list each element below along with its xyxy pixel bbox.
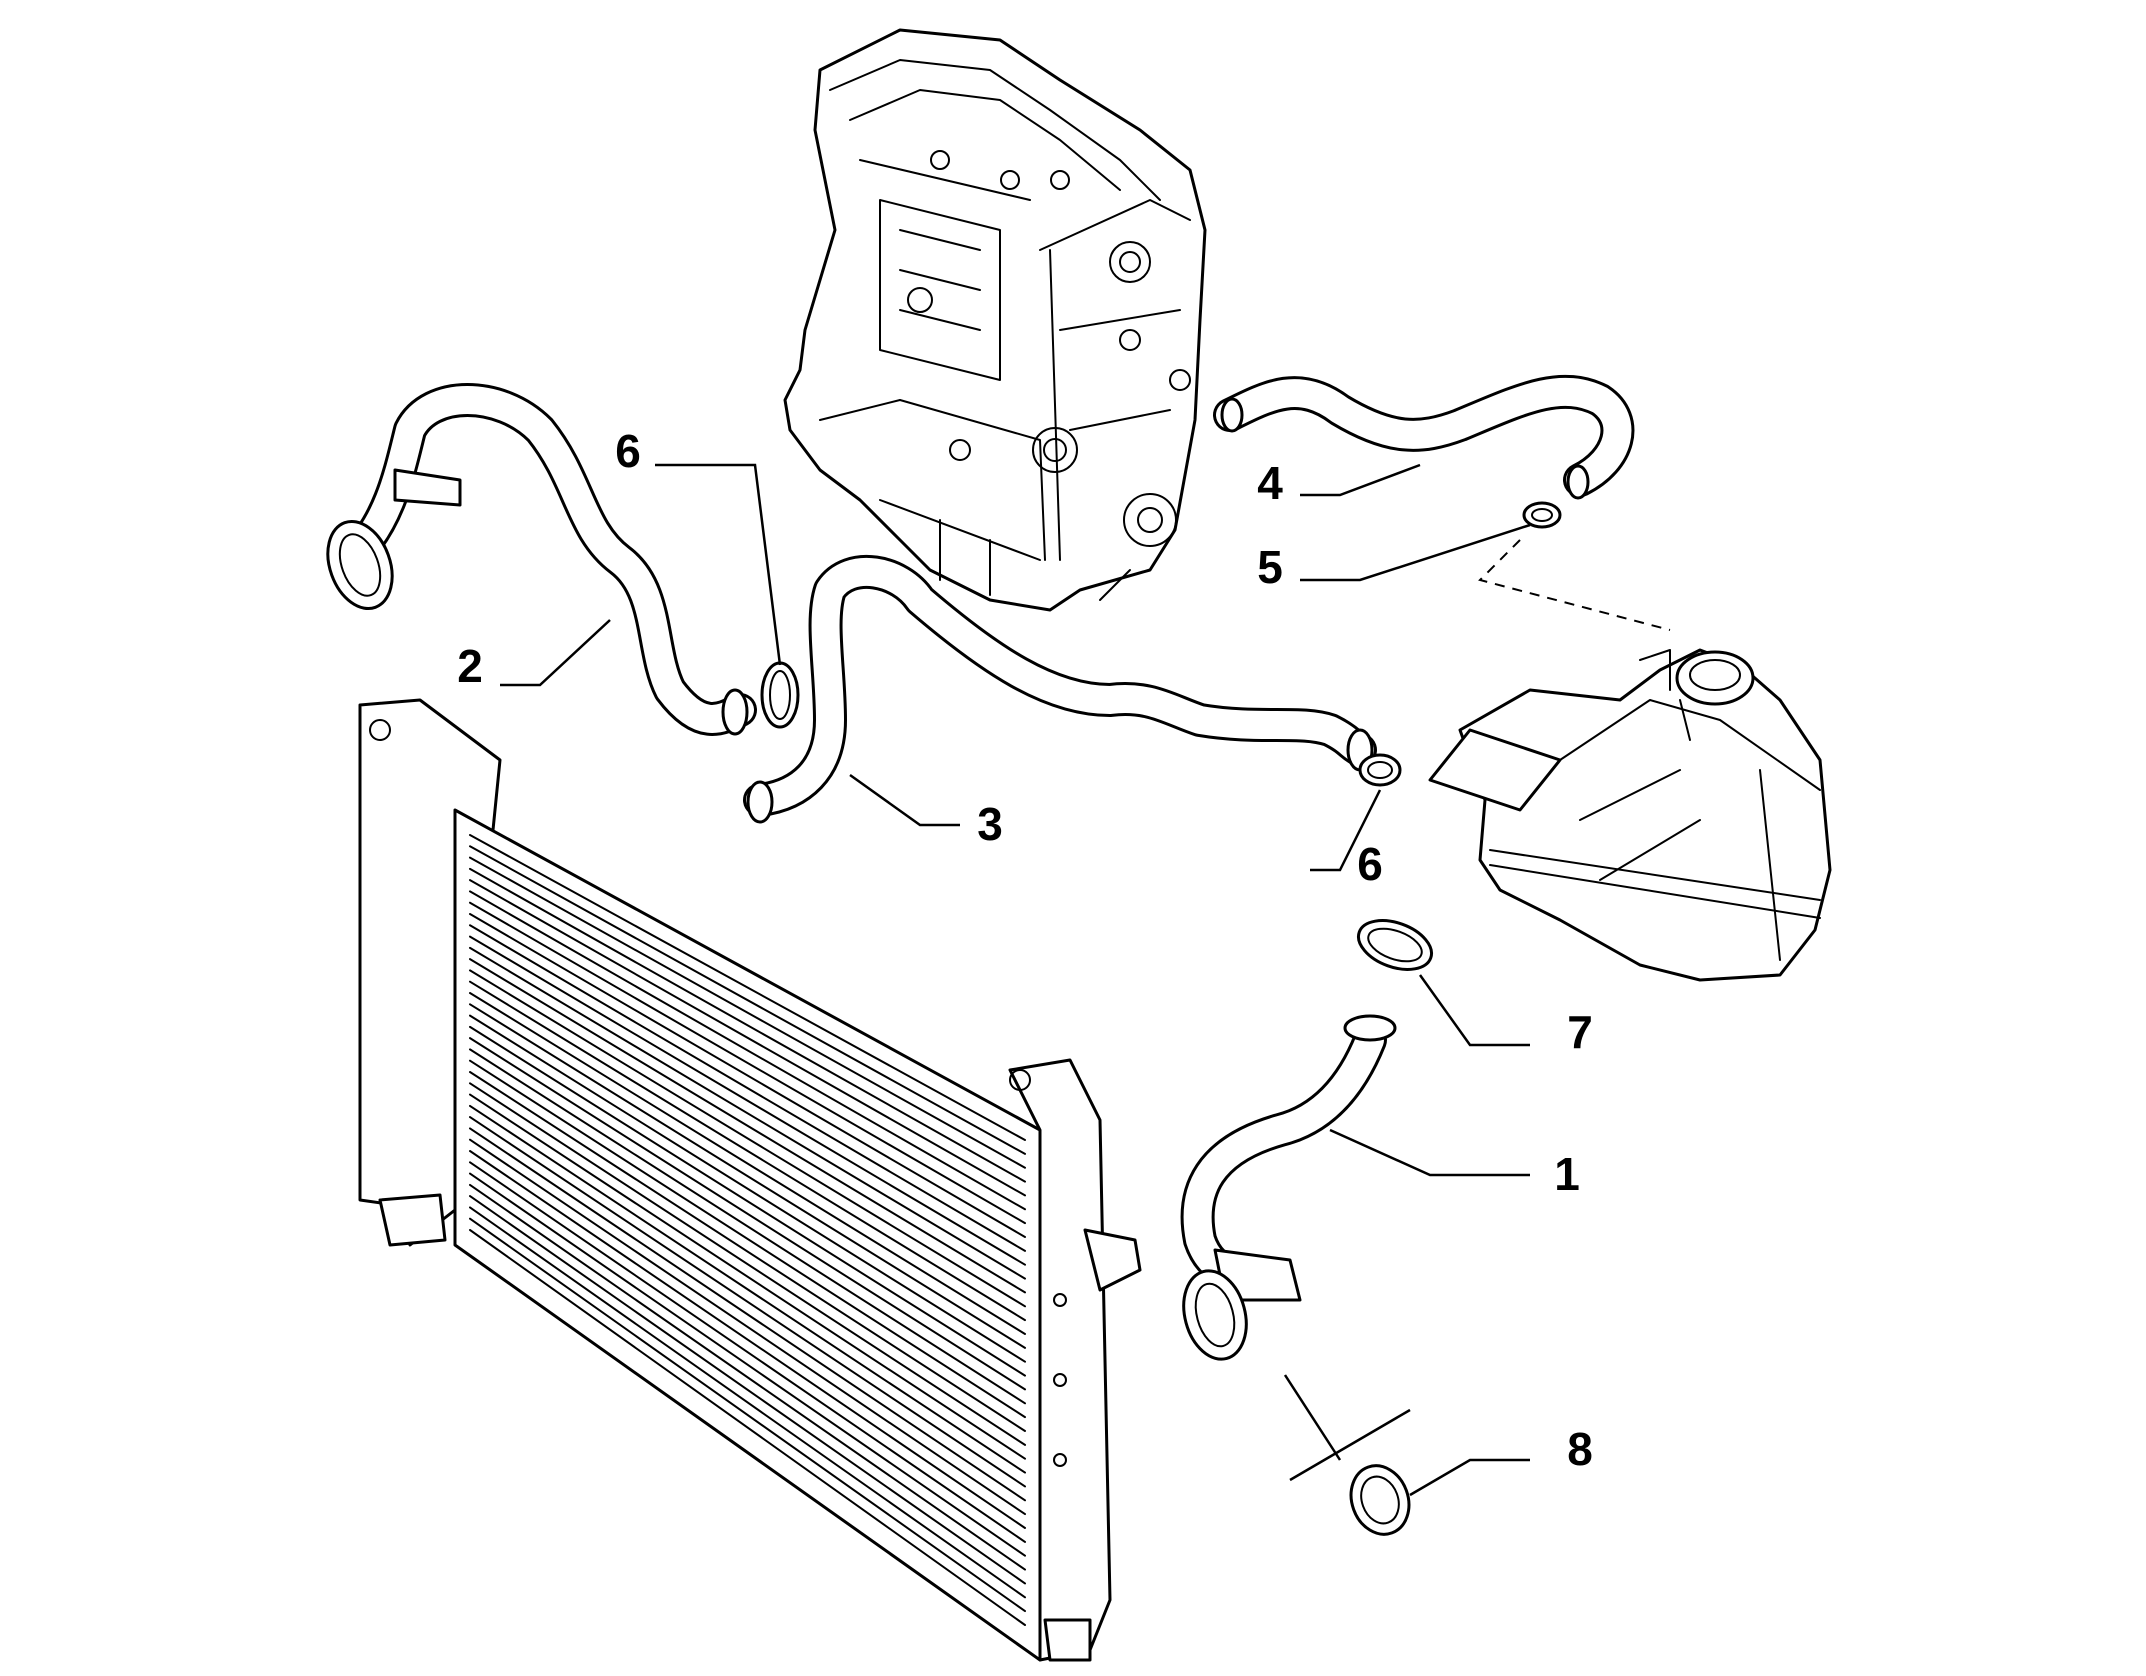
expansion-tank-icon bbox=[1428, 648, 1832, 982]
callout-4: 4 bbox=[1257, 457, 1283, 509]
callout-2: 2 bbox=[457, 640, 483, 692]
clamp-7-icon bbox=[1357, 919, 1433, 971]
radiator-icon bbox=[358, 698, 1142, 1662]
leader-8 bbox=[1409, 1458, 1530, 1497]
leader-5 bbox=[1300, 523, 1531, 582]
leader-2 bbox=[500, 619, 611, 687]
callout-7: 7 bbox=[1567, 1006, 1593, 1058]
leader-1 bbox=[1329, 1128, 1530, 1177]
callout-6b: 6 bbox=[1357, 838, 1383, 890]
leader-6b bbox=[1310, 789, 1382, 872]
callout-5: 5 bbox=[1257, 541, 1283, 593]
hose-3-icon bbox=[743, 554, 1377, 824]
callout-1: 1 bbox=[1554, 1148, 1580, 1200]
engine-block-icon bbox=[783, 28, 1207, 612]
hose-2-icon bbox=[326, 383, 757, 736]
hose-4-icon bbox=[1213, 374, 1635, 500]
leader-4 bbox=[1300, 463, 1421, 497]
callout-6a: 6 bbox=[615, 425, 641, 477]
callout-8: 8 bbox=[1567, 1423, 1593, 1475]
leader-6a bbox=[655, 463, 782, 666]
leader-8-tick bbox=[1289, 1408, 1411, 1482]
assembly-guide-line bbox=[1478, 539, 1671, 631]
leader-8-assembly bbox=[1283, 1374, 1342, 1461]
leader-lines bbox=[500, 463, 1531, 1497]
clamp-8-icon bbox=[1349, 1464, 1411, 1536]
clamp-6a-icon bbox=[760, 661, 800, 729]
callouts: 1 2 3 4 5 6 6 7 8 bbox=[457, 425, 1593, 1475]
clamp-5-icon bbox=[1522, 501, 1562, 529]
callout-3: 3 bbox=[977, 798, 1003, 850]
clamp-6b-icon bbox=[1358, 753, 1402, 787]
leader-7 bbox=[1418, 974, 1530, 1047]
hose-1-icon bbox=[1180, 1014, 1397, 1361]
leader-3 bbox=[849, 773, 960, 827]
